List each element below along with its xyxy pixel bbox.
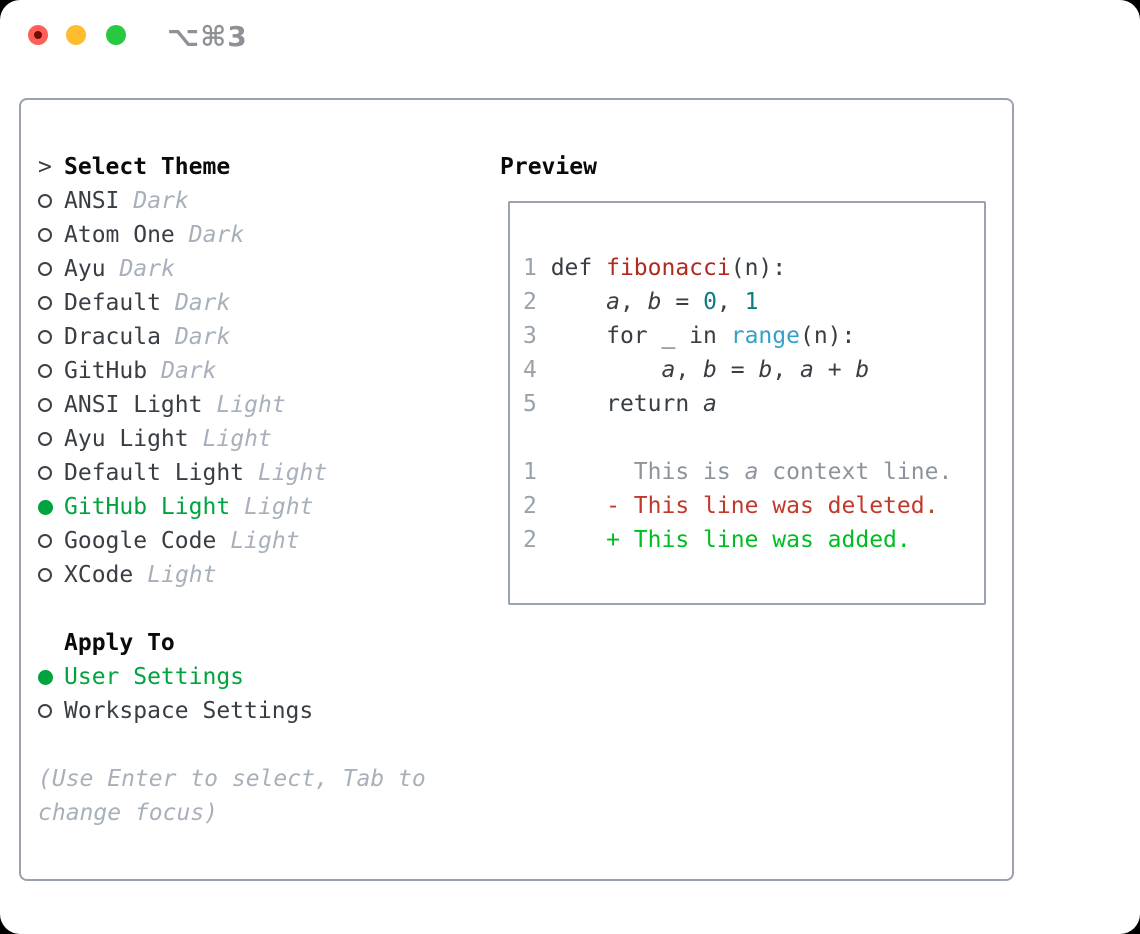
radio-unselected-icon bbox=[38, 364, 52, 378]
radio-unselected-icon bbox=[38, 296, 52, 310]
code-line: 5 return a bbox=[523, 391, 717, 417]
radio-unselected-icon bbox=[38, 704, 52, 718]
theme-variant-tag: Dark bbox=[188, 222, 245, 248]
apply-to-header: Apply To bbox=[38, 626, 426, 660]
theme-variant-tag: Light bbox=[202, 426, 272, 452]
select-theme-header: > Select Theme bbox=[38, 150, 426, 184]
preview-lines: 1 def fibonacci(n): 2 a, b = 0, 1 3 for _ … bbox=[523, 251, 984, 557]
theme-variant-tag: Dark bbox=[119, 256, 175, 282]
apply-to-title: Apply To bbox=[64, 630, 175, 656]
close-button[interactable] bbox=[28, 25, 48, 45]
theme-option-github[interactable]: GitHub Dark bbox=[38, 354, 426, 388]
radio-unselected-icon bbox=[38, 228, 52, 242]
theme-option-default[interactable]: Default Dark bbox=[38, 286, 426, 320]
option-label: Ayu Light bbox=[64, 426, 189, 452]
option-label: Google Code bbox=[64, 528, 217, 554]
radio-unselected-icon bbox=[38, 534, 52, 548]
option-label: ANSI bbox=[64, 188, 120, 214]
code-line: 3 for _ in range(n): bbox=[523, 323, 856, 349]
theme-variant-tag: Dark bbox=[174, 324, 231, 350]
option-label: Atom One bbox=[64, 222, 175, 248]
minimize-button[interactable] bbox=[66, 25, 86, 45]
hint-text: (Use Enter to select, Tab to change focu… bbox=[38, 762, 426, 830]
maximize-button[interactable] bbox=[106, 25, 126, 45]
diff-line: 1 This is a context line. bbox=[523, 459, 953, 485]
hint-line-2: change focus) bbox=[38, 800, 219, 826]
radio-unselected-icon bbox=[38, 432, 52, 446]
radio-unselected-icon bbox=[38, 466, 52, 480]
theme-option-dracula[interactable]: Dracula Dark bbox=[38, 320, 426, 354]
option-label: XCode bbox=[64, 562, 134, 588]
diff-line: 2 + This line was added. bbox=[523, 527, 911, 553]
option-label: User Settings bbox=[64, 664, 245, 690]
radio-selected-icon bbox=[38, 669, 53, 685]
radio-unselected-icon bbox=[38, 194, 52, 208]
close-dot-icon bbox=[34, 31, 42, 39]
code-line: 1 def fibonacci(n): bbox=[523, 255, 787, 281]
option-label: Workspace Settings bbox=[64, 698, 314, 724]
theme-option-ansi[interactable]: ANSI Dark bbox=[38, 184, 426, 218]
preview-title: Preview bbox=[500, 154, 597, 180]
theme-option-github-light[interactable]: GitHub Light Light bbox=[38, 490, 426, 524]
theme-variant-tag: Light bbox=[147, 562, 217, 588]
preview-column: Preview 1 def fibonacci(n): 2 a, b = 0, 1… bbox=[500, 150, 986, 605]
option-label: GitHub Light bbox=[64, 494, 231, 520]
radio-unselected-icon bbox=[38, 568, 52, 582]
theme-variant-tag: Light bbox=[216, 392, 286, 418]
theme-option-xcode[interactable]: XCode Light bbox=[38, 558, 426, 592]
option-label: Dracula bbox=[64, 324, 161, 350]
theme-option-google-code[interactable]: Google Code Light bbox=[38, 524, 426, 558]
theme-variant-tag: Dark bbox=[161, 358, 217, 384]
theme-variant-tag: Light bbox=[230, 528, 300, 554]
theme-option-ayu[interactable]: Ayu Dark bbox=[38, 252, 426, 286]
prompt-icon: > bbox=[38, 154, 52, 180]
theme-variant-tag: Dark bbox=[174, 290, 231, 316]
select-theme-title: Select Theme bbox=[64, 154, 231, 180]
radio-selected-icon bbox=[38, 499, 53, 515]
option-label: GitHub bbox=[64, 358, 148, 384]
theme-variant-tag: Light bbox=[258, 460, 328, 486]
theme-option-ansi-light[interactable]: ANSI Light Light bbox=[38, 388, 426, 422]
theme-option-default-light[interactable]: Default Light Light bbox=[38, 456, 426, 490]
theme-option-ayu-light[interactable]: Ayu Light Light bbox=[38, 422, 426, 456]
theme-option-atom-one[interactable]: Atom One Dark bbox=[38, 218, 426, 252]
radio-unselected-icon bbox=[38, 398, 52, 412]
titlebar: ⌥⌘3 bbox=[0, 0, 1140, 74]
preview-box: 1 def fibonacci(n): 2 a, b = 0, 1 3 for _ … bbox=[508, 201, 986, 605]
code-line: 4 a, b = b, a + b bbox=[523, 357, 870, 383]
radio-unselected-icon bbox=[38, 262, 52, 276]
spacer bbox=[38, 592, 426, 626]
apply-option-workspace-settings[interactable]: Workspace Settings bbox=[38, 694, 426, 728]
hint-line-1: (Use Enter to select, Tab to bbox=[38, 766, 426, 792]
option-label: Default bbox=[64, 290, 161, 316]
spacer bbox=[38, 728, 426, 762]
theme-variant-tag: Dark bbox=[133, 188, 189, 214]
theme-variant-tag: Light bbox=[244, 494, 314, 520]
code-line: 2 a, b = 0, 1 bbox=[523, 289, 759, 315]
radio-unselected-icon bbox=[38, 330, 52, 344]
window-title: ⌥⌘3 bbox=[167, 20, 248, 53]
option-label: ANSI Light bbox=[64, 392, 203, 418]
blank-line bbox=[523, 421, 984, 455]
apply-option-user-settings[interactable]: User Settings bbox=[38, 660, 426, 694]
option-label: Default Light bbox=[64, 460, 245, 486]
option-label: Ayu bbox=[64, 256, 106, 282]
diff-line: 2 - This line was deleted. bbox=[523, 493, 939, 519]
